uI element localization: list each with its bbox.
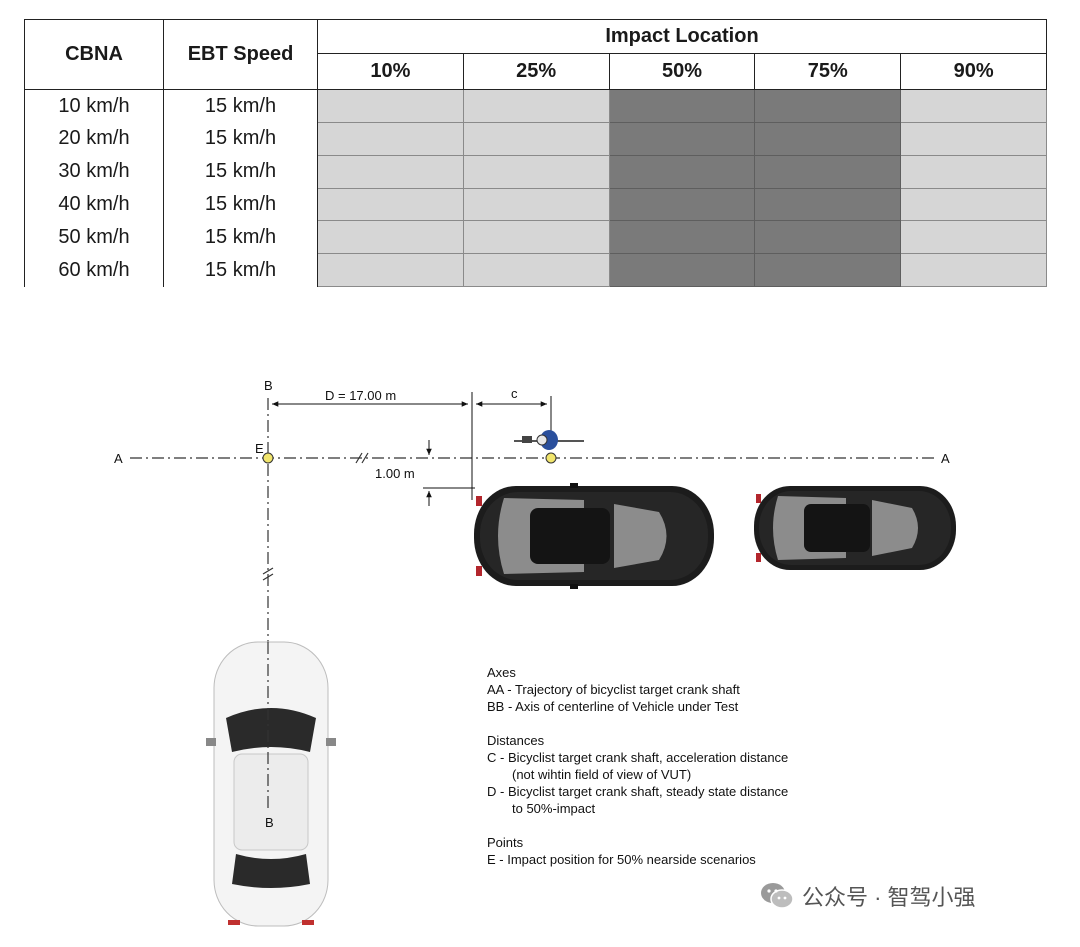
axis-bb-break xyxy=(262,567,274,581)
legend-distance-c: C - Bicyclist target crank shaft, accele… xyxy=(487,750,789,765)
ebt-speed-cell: 15 km/h xyxy=(163,220,318,254)
header-impact-location: Impact Location xyxy=(317,19,1047,54)
impact-cell-light xyxy=(462,187,610,222)
impact-cell-dark xyxy=(754,253,902,287)
impact-cell-dark xyxy=(608,88,756,124)
legend-distance-d-note: to 50%-impact xyxy=(512,801,596,816)
header-cbna: CBNA xyxy=(24,19,164,90)
legend-distance-d: D - Bicyclist target crank shaft, steady… xyxy=(487,784,789,799)
header-impact-5: 90% xyxy=(900,52,1047,90)
header-ebt-speed: EBT Speed xyxy=(163,19,318,90)
legend-distances-title: Distances xyxy=(487,733,545,748)
impact-cell-dark xyxy=(754,187,902,222)
point-e-label: E xyxy=(255,441,264,456)
impact-cell-light xyxy=(317,187,464,222)
impact-cell-light xyxy=(900,88,1047,124)
ebt-speed-cell: 15 km/h xyxy=(163,88,318,123)
distance-d-label: D = 17.00 m xyxy=(325,388,397,403)
legend-point-e: E - Impact position for 50% nearside sce… xyxy=(487,852,756,867)
ebt-speed-cell: 15 km/h xyxy=(163,155,318,189)
impact-cell-light xyxy=(317,154,464,189)
impact-cell-light xyxy=(900,122,1047,156)
impact-cell-light xyxy=(462,88,610,124)
impact-cell-dark xyxy=(608,187,756,222)
legend-points-group: Points E - Impact position for 50% nears… xyxy=(487,834,788,868)
legend-axis-aa: AA - Trajectory of bicyclist target cran… xyxy=(487,682,740,697)
legend-points-title: Points xyxy=(487,835,524,850)
diagram-canvas xyxy=(130,392,956,927)
ebt-speed-cell: 15 km/h xyxy=(163,253,318,287)
impact-point-e xyxy=(262,452,274,464)
diagram-legend: Axes AA - Trajectory of bicyclist target… xyxy=(487,664,788,885)
impact-cell-light xyxy=(317,253,464,287)
impact-cell-light xyxy=(900,253,1047,287)
legend-distance-c-note: (not wihtin field of view of VUT) xyxy=(512,767,692,782)
header-impact-2: 25% xyxy=(462,52,610,90)
axis-aa-break xyxy=(355,452,369,464)
header-impact-4: 75% xyxy=(754,52,902,90)
test-setup-diagram: A A B B E D = 17.00 m c 1.00 m xyxy=(0,300,1080,947)
ebt-speed-cell: 15 km/h xyxy=(163,122,318,156)
impact-cell-dark xyxy=(608,122,756,156)
offset-label: 1.00 m xyxy=(375,466,415,481)
cbna-speed-cell: 20 km/h xyxy=(24,122,164,156)
axis-a-left-label: A xyxy=(114,451,123,466)
bicyclist-target-icon xyxy=(514,430,584,464)
cbna-speed-cell: 40 km/h xyxy=(24,188,164,221)
parked-car-2 xyxy=(754,486,956,570)
axis-a-right-label: A xyxy=(941,451,950,466)
header-impact-3: 50% xyxy=(608,52,756,90)
cbna-speed-cell: 10 km/h xyxy=(24,88,164,123)
impact-cell-light xyxy=(900,220,1047,255)
impact-cell-light xyxy=(462,122,610,156)
axis-b-bottom-label: B xyxy=(265,815,274,830)
legend-axis-bb: BB - Axis of centerline of Vehicle under… xyxy=(487,699,739,714)
wechat-icon xyxy=(761,883,794,909)
impact-cell-dark xyxy=(754,88,902,124)
impact-cell-light xyxy=(900,187,1047,222)
impact-cell-light xyxy=(317,88,464,124)
watermark: 公众号 · 智驾小强 xyxy=(760,880,976,912)
impact-cell-light xyxy=(462,154,610,189)
impact-cell-light xyxy=(317,122,464,156)
impact-cell-light xyxy=(462,253,610,287)
legend-distances-group: Distances C - Bicyclist target crank sha… xyxy=(487,732,788,817)
legend-axes-group: Axes AA - Trajectory of bicyclist target… xyxy=(487,664,788,715)
cbna-speed-cell: 30 km/h xyxy=(24,155,164,189)
impact-cell-light xyxy=(317,220,464,255)
parked-car-1 xyxy=(474,483,714,589)
watermark-text: 公众号 · 智驾小强 xyxy=(802,885,976,910)
cbna-speed-cell: 50 km/h xyxy=(24,220,164,254)
impact-cell-light xyxy=(900,154,1047,189)
impact-cell-dark xyxy=(754,220,902,255)
cbna-speed-cell: 60 km/h xyxy=(24,253,164,287)
test-matrix-table: CBNA EBT Speed Impact Location 10%25%50%… xyxy=(24,19,1047,287)
header-impact-1: 10% xyxy=(317,52,464,90)
impact-cell-light xyxy=(462,220,610,255)
distance-c-label: c xyxy=(511,386,518,401)
impact-cell-dark xyxy=(608,154,756,189)
vehicle-under-test xyxy=(206,641,336,927)
impact-cell-dark xyxy=(754,154,902,189)
impact-cell-dark xyxy=(608,253,756,287)
impact-cell-dark xyxy=(754,122,902,156)
ebt-speed-cell: 15 km/h xyxy=(163,188,318,221)
axis-b-top-label: B xyxy=(264,378,273,393)
impact-cell-dark xyxy=(608,220,756,255)
legend-axes-title: Axes xyxy=(487,665,516,680)
